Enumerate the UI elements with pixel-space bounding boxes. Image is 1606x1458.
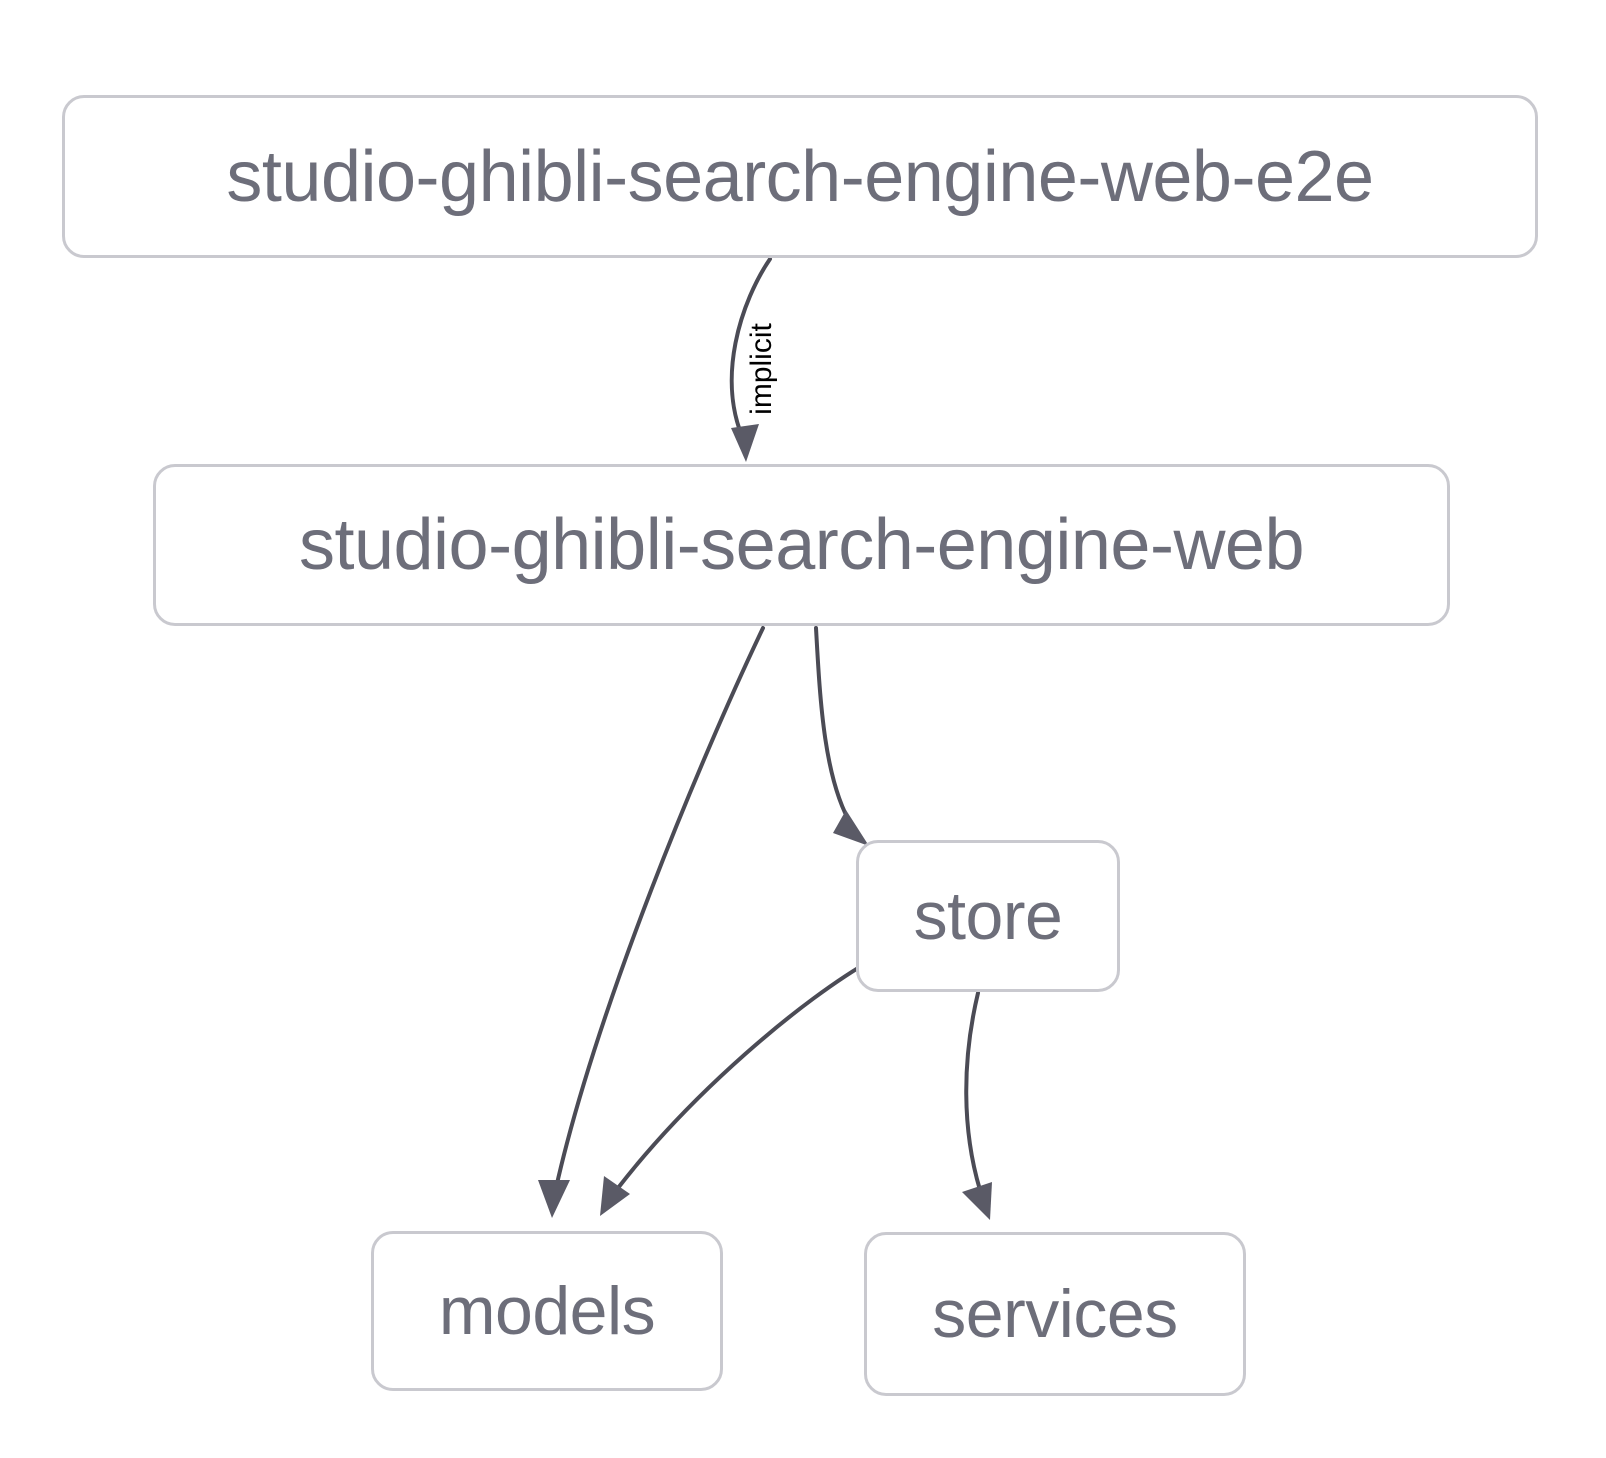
graph-node-services[interactable]: services [864,1232,1246,1396]
graph-edge-store-to-models [616,956,877,1190]
graph-edge-web-to-store [814,626,854,828]
graph-node-studio-ghibli-search-engine-web[interactable]: studio-ghibli-search-engine-web [153,464,1450,626]
graph-node-label: store [913,878,1063,954]
graph-node-models[interactable]: models [371,1231,723,1391]
graph-node-label: studio-ghibli-search-engine-web [298,505,1305,585]
graph-node-studio-ghibli-search-engine-web-e2e[interactable]: studio-ghibli-search-engine-web-e2e [62,95,1538,258]
graph-edge-arrowhead-web-to-store [833,810,869,846]
graph-edge-store-to-services [964,991,982,1192]
graph-node-store[interactable]: store [856,840,1120,992]
graph-edge-web-to-models [554,626,765,1190]
graph-edge-arrowhead-store-to-services [962,1182,992,1220]
graph-node-label: studio-ghibli-search-engine-web-e2e [226,136,1374,217]
graph-edge-arrowhead-web-to-models [538,1180,570,1218]
graph-edge-arrowhead-store-to-models [600,1176,630,1216]
graph-node-label: services [932,1276,1178,1352]
graph-node-label: models [438,1273,656,1349]
graph-edge-arrowhead-e2e-to-web [731,424,759,462]
graph-edge-label-e2e-to-web: implicit [744,323,778,415]
